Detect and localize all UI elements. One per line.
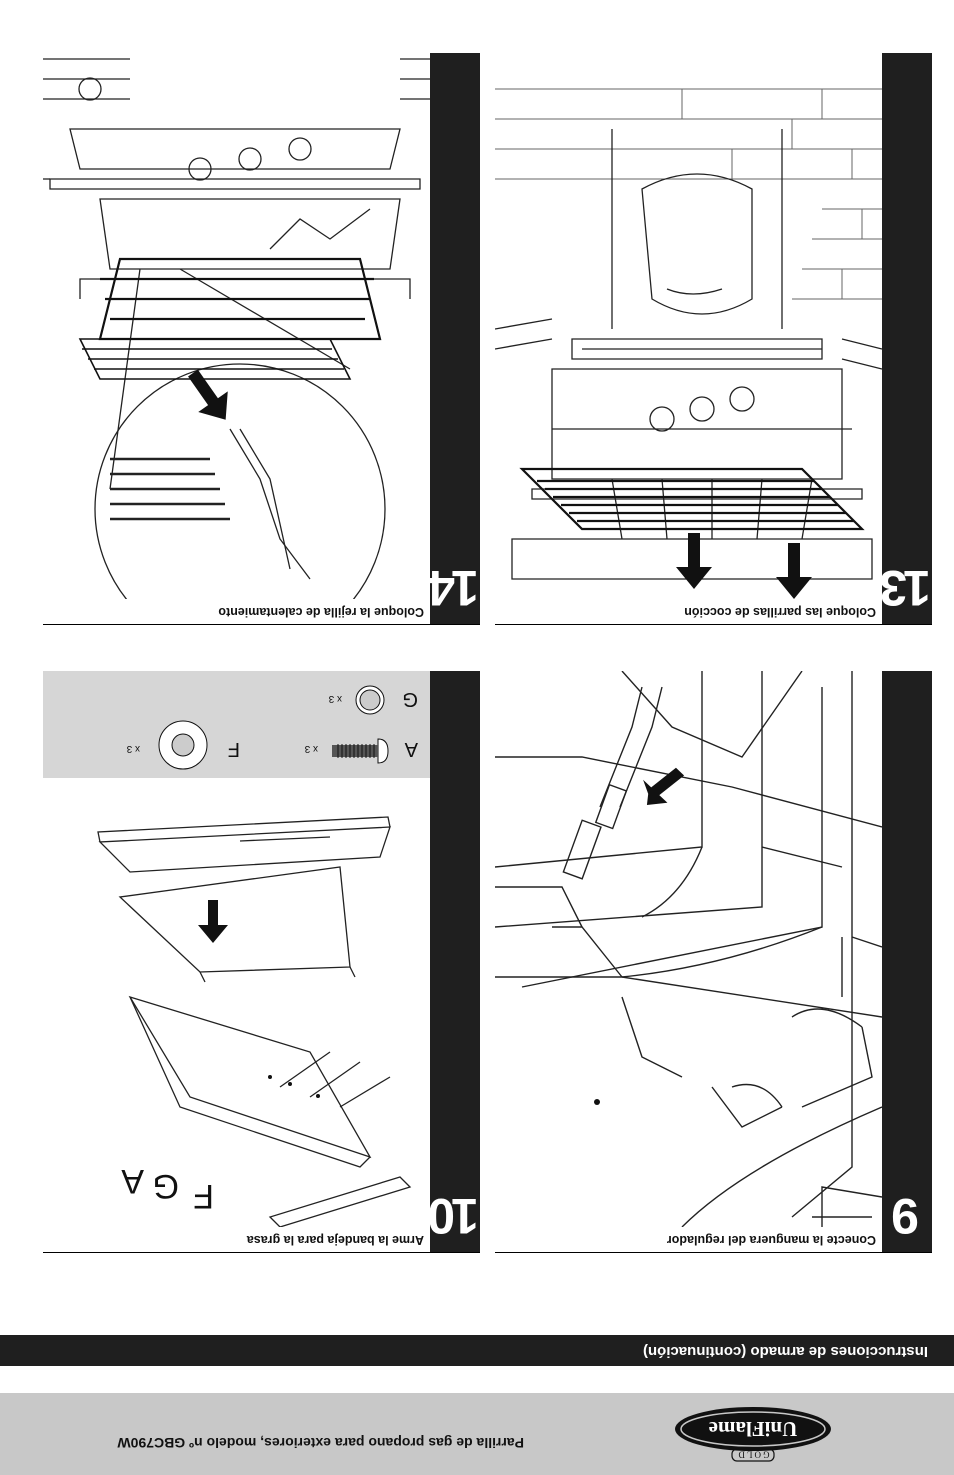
grease-tray-illustration: [97, 816, 412, 1227]
step-10-strip: 10: [430, 671, 480, 1253]
footer-text: Parrilla de gas propano para exteriores,…: [117, 1435, 524, 1451]
svg-text:GOLD: GOLD: [737, 1450, 770, 1460]
uniflame-logo: UniFlame GOLD: [675, 1407, 831, 1462]
parts-box: A x 3 F x 3 G: [43, 671, 430, 778]
cooking-grates-illustration: [495, 88, 882, 599]
step-10-caption: Arme la bandeja para la grasa: [246, 1233, 424, 1247]
lock-washer-icon: [355, 685, 385, 715]
step-14-rule: [43, 624, 480, 625]
part-g-letter: G: [402, 688, 418, 710]
regulator-hose-illustration: [495, 671, 882, 1227]
step-9-caption: Conecte la manguera del regulador: [666, 1233, 876, 1247]
part-a-qty: x 3: [304, 743, 318, 754]
diagram-letter-a: A: [121, 1162, 144, 1200]
screw-icon: [332, 738, 389, 764]
step-9-number: 9: [895, 1188, 919, 1244]
footer: UniFlame GOLD Parrilla de gas propano pa…: [0, 1393, 954, 1475]
diagram-letter-f: F: [193, 1177, 214, 1215]
step-9-strip: 9: [882, 671, 932, 1253]
warming-rack-illustration: [43, 58, 430, 599]
section-title: Instrucciones de armado (continuación): [642, 1343, 928, 1360]
section-title-bar: Instrucciones de armado (continuación): [0, 1335, 954, 1366]
svg-text:UniFlame: UniFlame: [709, 1417, 798, 1441]
step-14-caption: Coloque la rejilla de calentamiento: [218, 605, 424, 619]
part-a-letter: A: [404, 738, 418, 760]
step-13-rule: [495, 624, 932, 625]
washer-icon: [158, 720, 208, 770]
step-13-number: 13: [883, 560, 931, 616]
part-f-letter: F: [227, 738, 240, 760]
part-g-qty: x 3: [328, 693, 342, 704]
step-14-strip: 14: [430, 53, 480, 625]
step-14-number: 14: [431, 560, 479, 616]
step-13-strip: 13: [882, 53, 932, 625]
step-9-rule: [495, 1252, 932, 1253]
step-13-caption: Coloque las parrillas de cocción: [684, 605, 876, 619]
step-10-rule: [43, 1252, 480, 1253]
step-10-number: 10: [431, 1188, 479, 1244]
part-f-qty: x 3: [126, 743, 140, 754]
diagram-letter-g: G: [152, 1167, 179, 1205]
